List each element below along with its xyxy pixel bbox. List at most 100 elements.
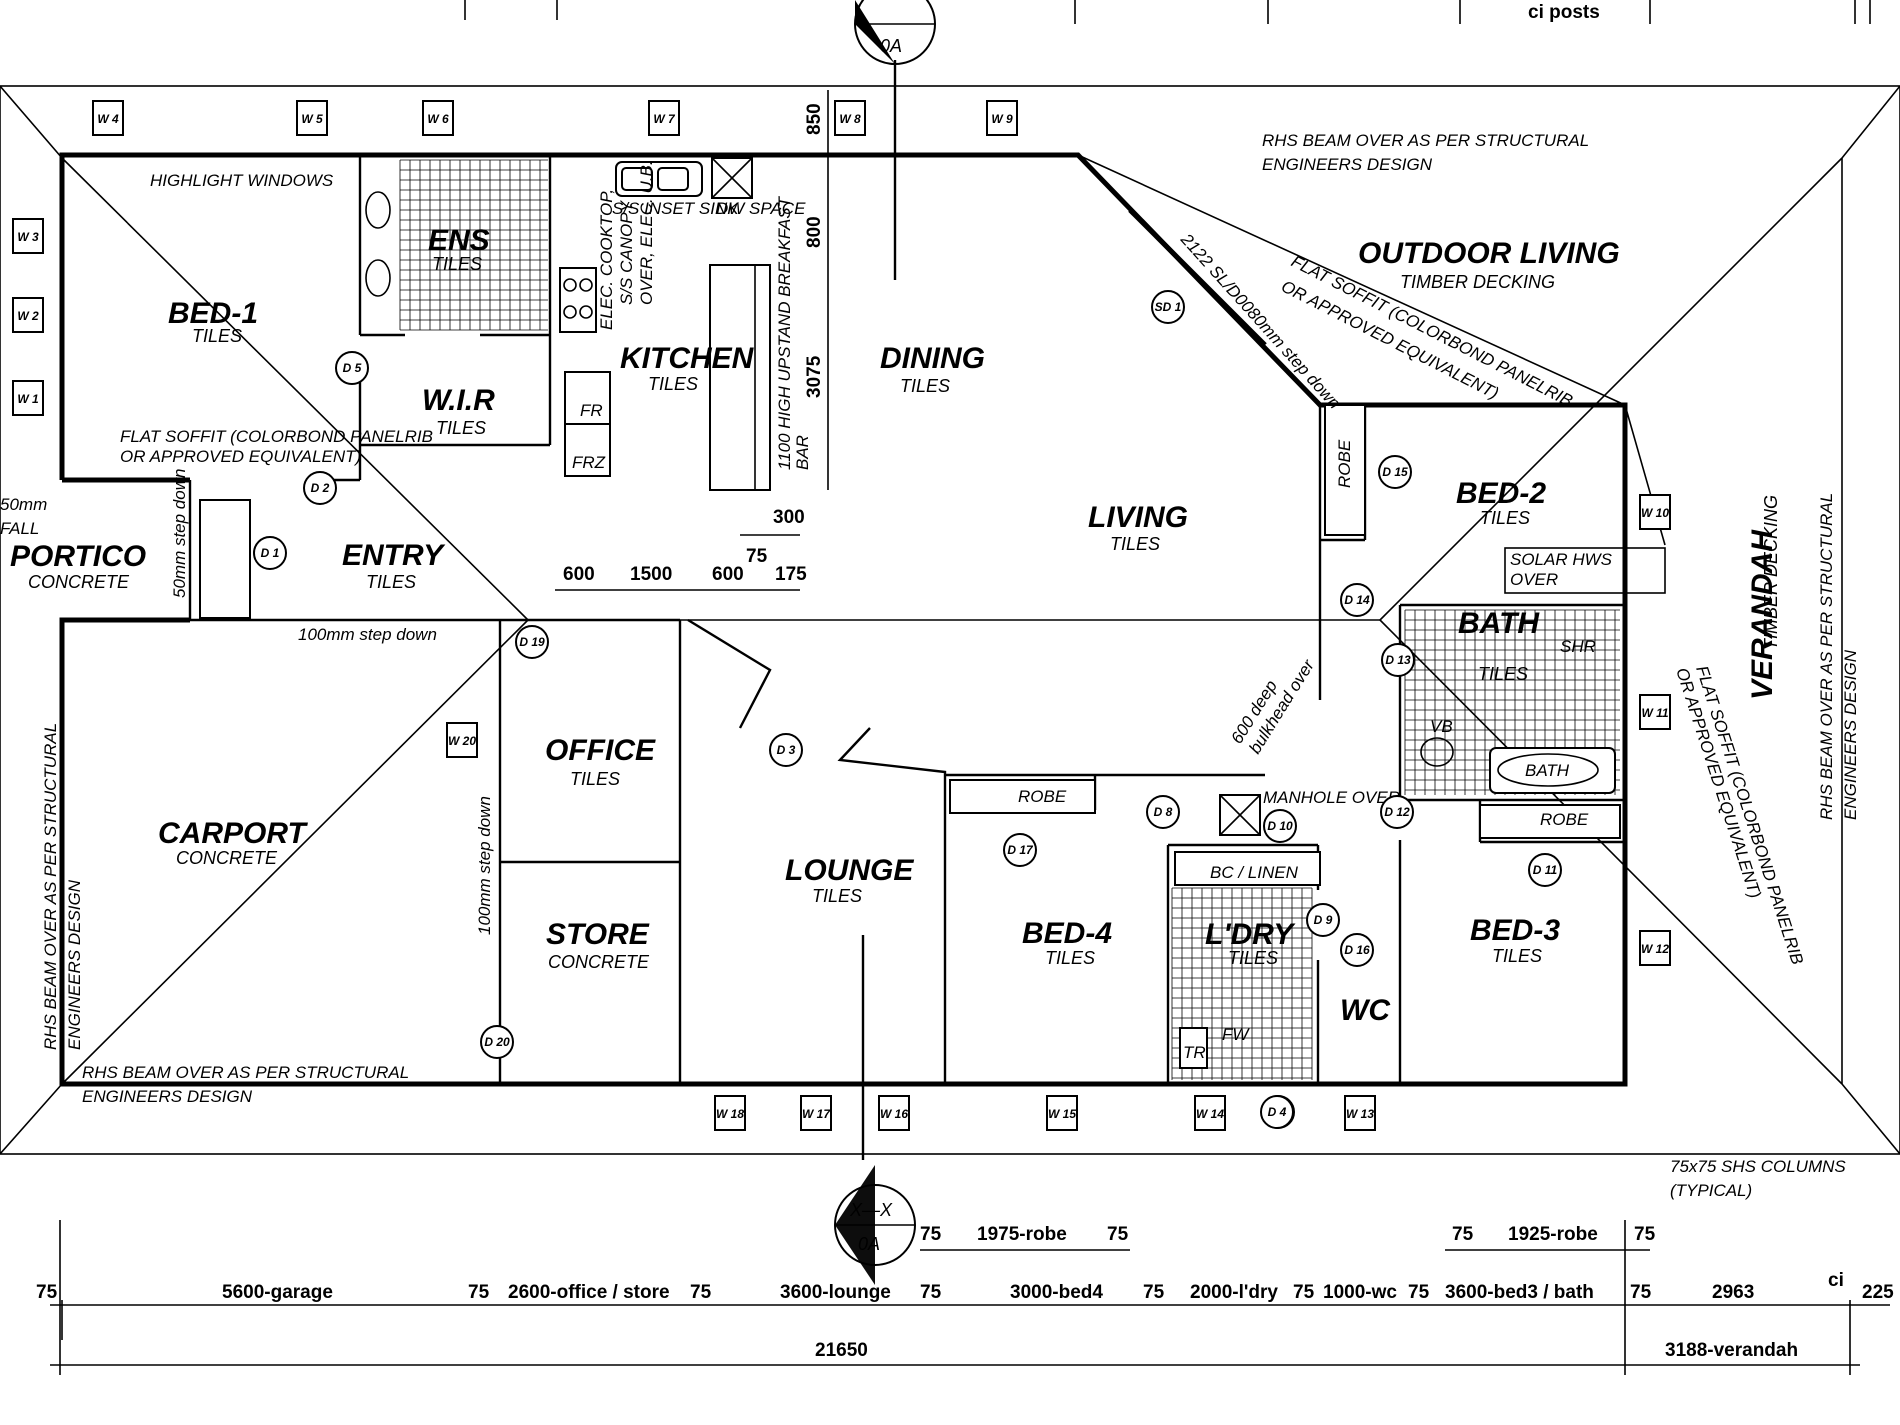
room-name-store: STORE xyxy=(546,918,650,951)
room-name-dining: DINING xyxy=(880,342,985,375)
section-marker-bottom-line2: 0A xyxy=(858,1234,880,1254)
window-tag xyxy=(446,722,478,758)
window-tag xyxy=(714,1095,746,1131)
window-tag xyxy=(986,100,1018,136)
note-rhs-beam-right-b: ENGINEERS DESIGN xyxy=(1841,649,1860,820)
note-flat-soffit-1a: FLAT SOFFIT (COLORBOND PANELRIB xyxy=(120,427,433,446)
door-tag-label: D 16 xyxy=(1344,943,1370,957)
room-finish-portico: CONCRETE xyxy=(28,572,130,592)
dim-robe-75c: 75 xyxy=(1452,1224,1474,1245)
section-marker-top-line2: 0A xyxy=(880,36,902,56)
note-bar1: 1100 HIGH UPSTAND BREAKFAST xyxy=(775,195,794,470)
top-dimension-fragment: ci posts xyxy=(464,0,1871,24)
door-tag-label: D 8 xyxy=(1154,805,1173,819)
roof-outline xyxy=(0,85,1900,1155)
room-name-office: OFFICE xyxy=(545,734,656,767)
room-name-verandah: VERANDAH xyxy=(1746,529,1779,700)
note-rhs-beam-left-b: ENGINEERS DESIGN xyxy=(65,879,84,1050)
window-tag-label: W 1 xyxy=(17,392,39,406)
note-tub-tap: TR xyxy=(1183,1043,1206,1062)
note-robe-bed2: ROBE xyxy=(1335,439,1354,488)
window-tag-label: W 8 xyxy=(839,112,861,126)
door-tag-label: D 12 xyxy=(1384,805,1410,819)
dim-overall: 21650 xyxy=(815,1340,868,1361)
room-finish-carport: CONCRETE xyxy=(176,848,278,868)
window-tag-label: W 9 xyxy=(991,112,1013,126)
window-tag xyxy=(1344,1095,1376,1131)
note-canopy: S/S CANOPY xyxy=(617,199,636,305)
dim-75-2: 75 xyxy=(468,1282,490,1303)
window-tag xyxy=(1046,1095,1078,1131)
window-tag xyxy=(1639,694,1671,730)
window-tag-label: W 4 xyxy=(97,112,119,126)
window-tag-label: W 2 xyxy=(17,309,39,323)
room-finish-bed-2: TILES xyxy=(1480,508,1530,528)
room-finish-office: TILES xyxy=(570,769,620,789)
dim-wc: 1000-wc xyxy=(1323,1282,1397,1303)
note-vanity: VB xyxy=(1430,717,1453,736)
door-tag xyxy=(1378,455,1412,489)
window-tag-label: W 7 xyxy=(653,112,676,126)
room-name-entry: ENTRY xyxy=(342,539,446,572)
door-tag-label: D 10 xyxy=(1267,819,1293,833)
door-tag xyxy=(1151,290,1185,324)
window-tag xyxy=(12,218,44,254)
window-tag xyxy=(1639,494,1671,530)
note-floor-waste: FW xyxy=(1222,1025,1250,1044)
kitchen-dimensions xyxy=(555,90,829,591)
door-tag-label: D 19 xyxy=(519,635,545,649)
door-tag xyxy=(480,1025,514,1059)
door-tag xyxy=(1380,795,1414,829)
dim-75-6: 75 xyxy=(1293,1282,1315,1303)
note-sliding-door: 2122 SL/D0080mm step down xyxy=(1176,229,1344,412)
door-tag-label: D 1 xyxy=(261,546,280,560)
window-tag xyxy=(12,297,44,333)
room-name-carport: CARPORT xyxy=(158,817,308,850)
door-tag-label: D 11 xyxy=(1533,863,1558,877)
dim-75-7: 75 xyxy=(1408,1282,1430,1303)
note-oven: OVER, ELEC. U.B. xyxy=(637,160,656,305)
note-columns-b: (TYPICAL) xyxy=(1670,1181,1752,1200)
room-finish-wir: TILES xyxy=(436,418,486,438)
door-tag xyxy=(1340,583,1374,617)
note-manhole: MANHOLE OVER xyxy=(1263,788,1400,807)
window-tag xyxy=(878,1095,910,1131)
dim-robe-bed3: 1925-robe xyxy=(1508,1224,1598,1245)
note-rhs-beam-top-a: RHS BEAM OVER AS PER STRUCTURAL xyxy=(1262,131,1589,150)
room-labels: BED-1 TILES ENS TILES W.I.R TILES KITCHE… xyxy=(10,224,1781,1027)
note-rhs-beam-left-a: RHS BEAM OVER AS PER STRUCTURAL xyxy=(41,723,60,1050)
note-robe-bed3: ROBE xyxy=(1540,810,1589,829)
col-posts-note: ci posts xyxy=(1528,2,1600,23)
note-bar2: BAR xyxy=(793,435,812,470)
dim-ci: ci xyxy=(1828,1270,1844,1291)
door-tag xyxy=(1528,853,1562,887)
door-tag xyxy=(515,625,549,659)
note-cooktop: ELEC. COOKTOP, xyxy=(597,189,616,330)
kitchen-dim-3075: 3075 xyxy=(804,355,825,398)
dim-verandah: 3188-verandah xyxy=(1665,1340,1798,1361)
window-tag-label: W 10 xyxy=(1641,506,1669,520)
note-highlight-windows: HIGHLIGHT WINDOWS xyxy=(150,171,334,190)
dimension-lines xyxy=(50,1220,1890,1375)
section-marker-bottom-line1: X—X xyxy=(849,1200,893,1220)
room-name-wc: WC xyxy=(1340,994,1391,1027)
room-finish-bed-3: TILES xyxy=(1492,946,1542,966)
room-finish-verandah: TIMBER DECKING xyxy=(1761,495,1781,650)
door-tag-label: D 9 xyxy=(1314,913,1333,927)
door-tag-label: D 20 xyxy=(484,1035,510,1049)
room-finish-entry: TILES xyxy=(366,572,416,592)
window-tag-label: W 6 xyxy=(427,112,449,126)
dim-75-8: 75 xyxy=(1630,1282,1652,1303)
dim-ldry: 2000-l'dry xyxy=(1190,1282,1278,1303)
room-name-bed-4: BED-4 xyxy=(1022,917,1112,950)
note-fall-b: FALL xyxy=(0,519,39,538)
window-tag-label: W 14 xyxy=(1196,1107,1224,1121)
room-finish-dining: TILES xyxy=(900,376,950,396)
note-flat-soffit-1b: OR APPROVED EQUIVALENT) xyxy=(120,447,361,466)
room-name-bath: BATH xyxy=(1458,607,1540,640)
room-finish-lounge: TILES xyxy=(812,886,862,906)
kitchen-dim-600a: 600 xyxy=(563,564,595,585)
kitchen-dim-175: 175 xyxy=(775,564,807,585)
kitchen-dim-600b: 600 xyxy=(712,564,744,585)
door-tag-label: D 13 xyxy=(1385,653,1411,667)
